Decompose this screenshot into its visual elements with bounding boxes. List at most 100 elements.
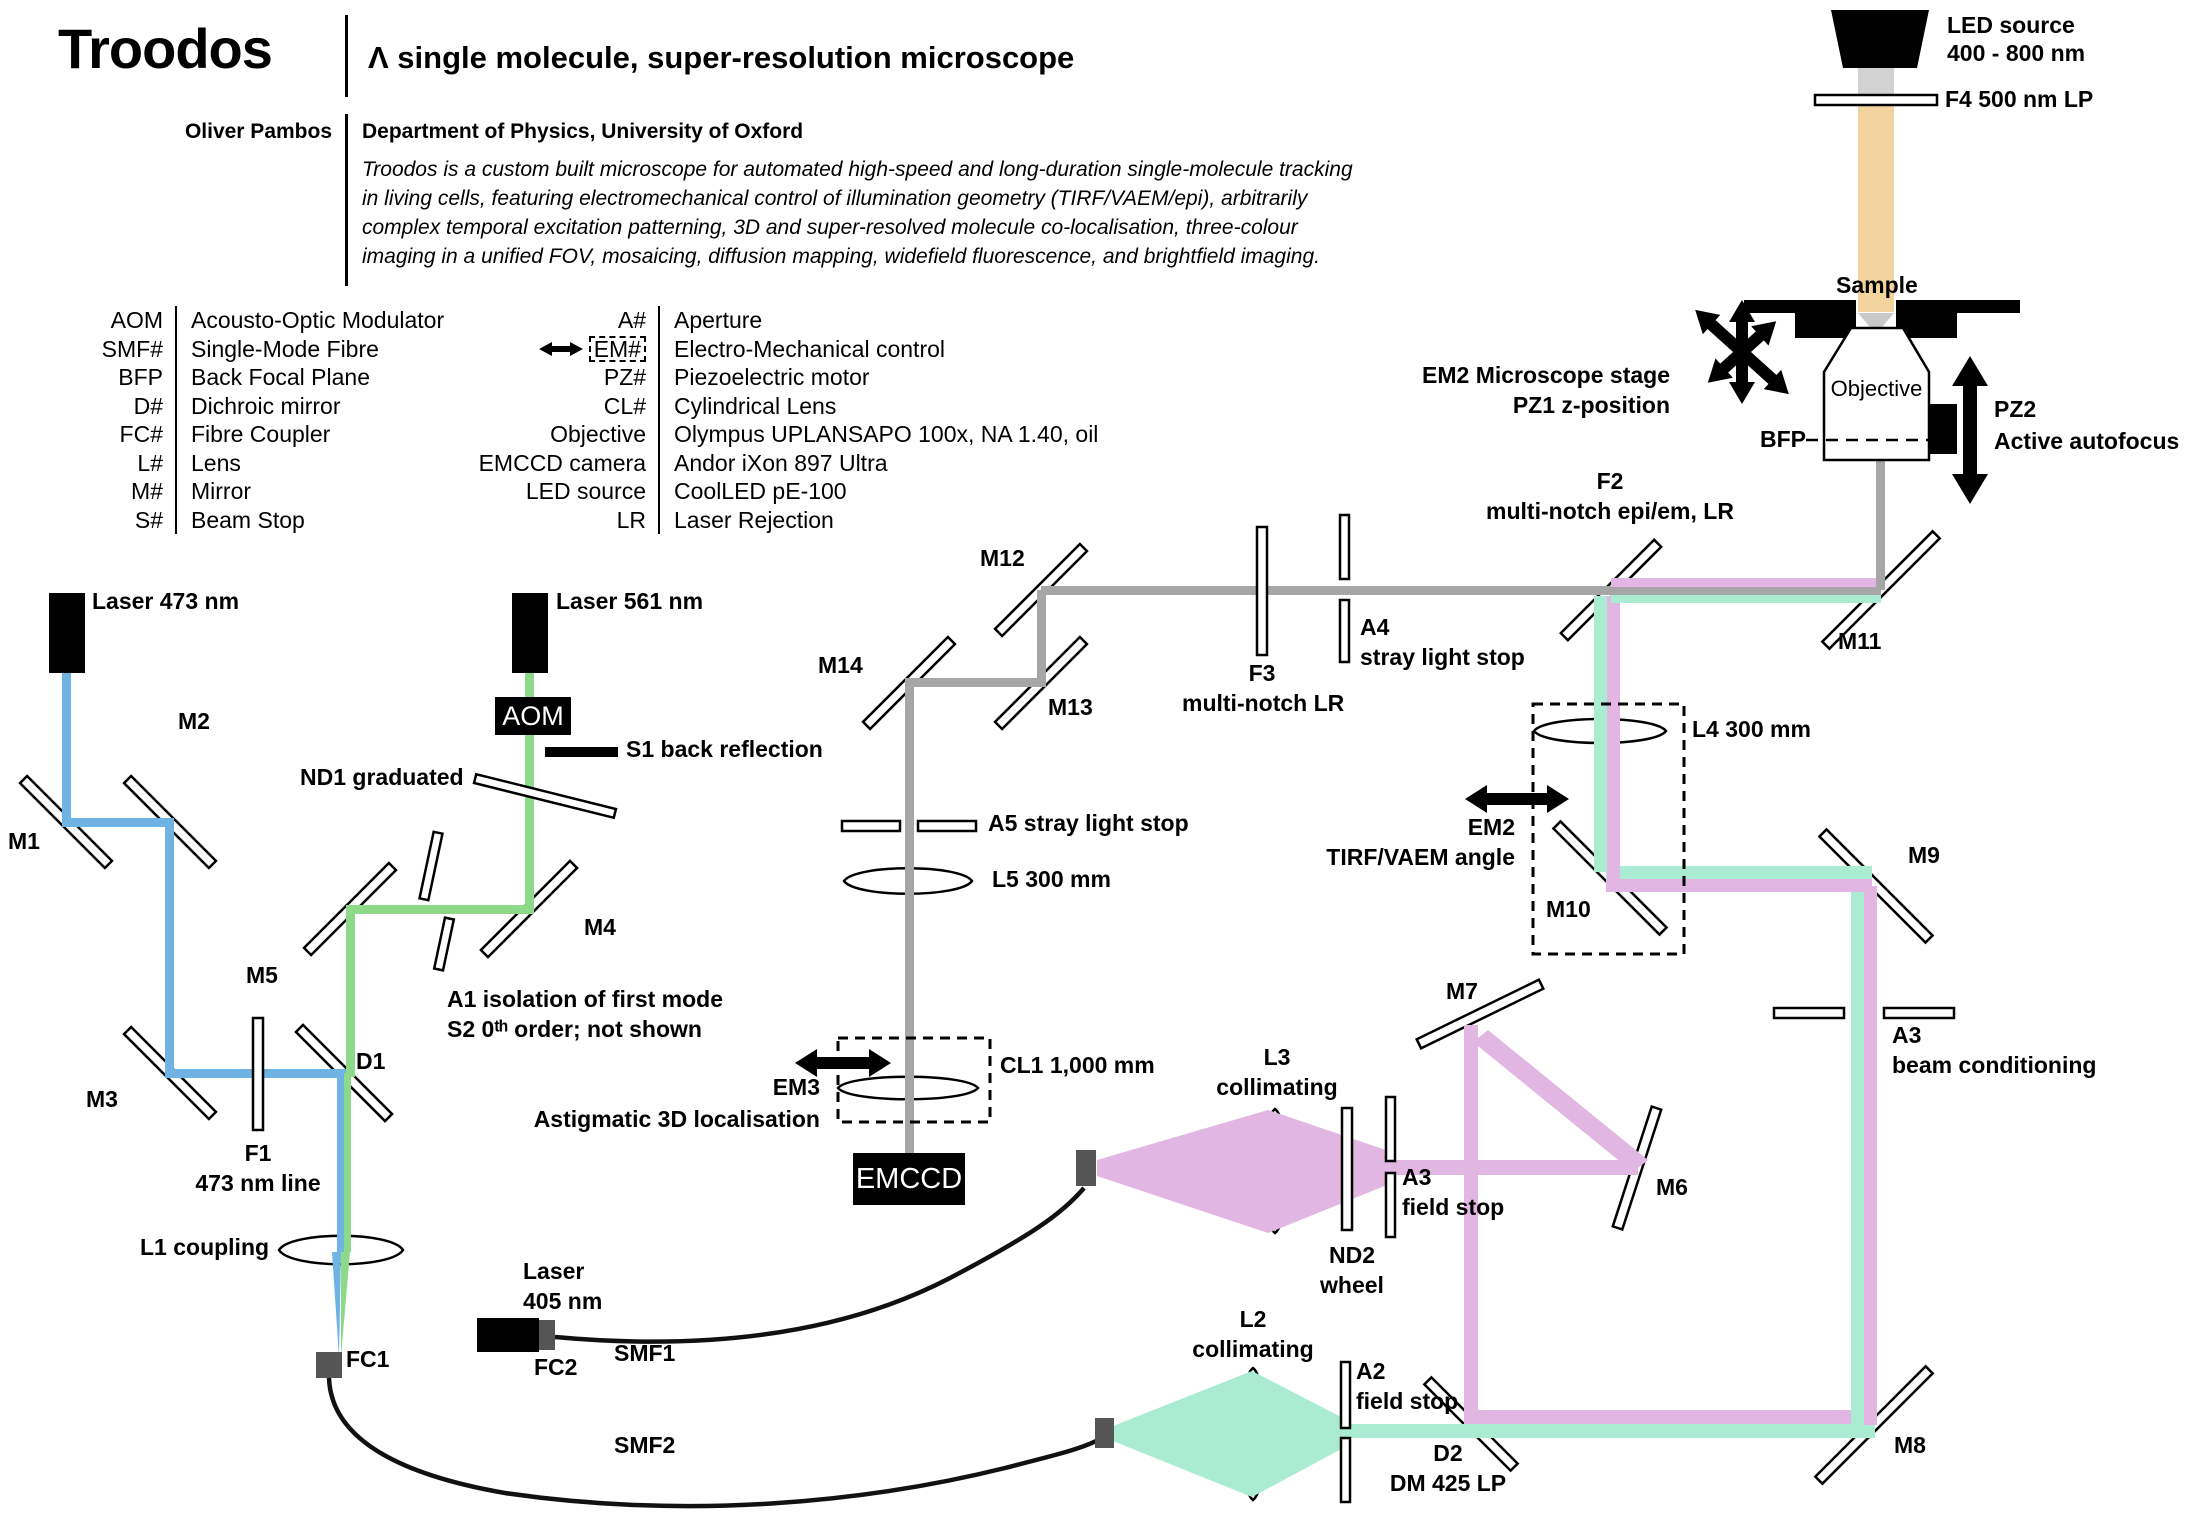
led-source-label: LED source [1947, 12, 2075, 38]
aperture-a2 [1339, 1360, 1352, 1430]
lens-l4-label: L4 300 mm [1692, 716, 1811, 742]
mirror-m13-label: M13 [1048, 694, 1093, 720]
beam-561 [346, 905, 355, 1077]
legend-abbr: EM# [588, 335, 646, 362]
filter-f3-label: F3 [1248, 660, 1276, 686]
fibre-smf2 [326, 1377, 1098, 1509]
lens-l1-label: L1 coupling [140, 1234, 270, 1260]
beam-405 [1464, 1410, 1876, 1424]
em3-label: EM3 [772, 1074, 820, 1100]
autofocus-sensor [1929, 404, 1957, 454]
stage-em2-label: EM2 Microscope stage [1422, 362, 1670, 388]
beam-473-focus [332, 1252, 341, 1357]
smf1-output-coupler [1076, 1150, 1096, 1186]
em3-dashed-box [836, 1036, 992, 1124]
description-line: in living cells, featuring electromechan… [362, 187, 1308, 210]
laser-405-sublabel: 405 nm [523, 1288, 603, 1314]
filter-f4-label: F4 500 nm LP [1945, 86, 2094, 112]
legend-abbr: SMF# [75, 334, 177, 363]
beam-405 [1464, 1025, 1478, 1418]
beam-stop-s1 [545, 747, 618, 757]
mirror-m10-label: M10 [1546, 896, 1591, 922]
mirror-m3-label: M3 [86, 1086, 118, 1112]
beam-405 [1611, 578, 1881, 587]
aperture-a2-sublabel: field stop [1356, 1388, 1459, 1414]
beam-405 [1392, 1160, 1638, 1175]
legend-meaning: Mirror [191, 478, 252, 504]
sample-label: Sample [1836, 272, 1918, 298]
beam-emission [1041, 586, 1611, 595]
dichroic-d2-sublabel: DM 425 LP [1389, 1470, 1507, 1496]
legend-abbreviations-right: A#Aperture EM#Electro-Mechanical control… [0, 306, 1098, 534]
objective-body [1822, 326, 1931, 462]
mirror-m2-label: M2 [178, 708, 210, 734]
page-title: Troodos [58, 17, 273, 80]
page-subtitle: Λ single molecule, super-resolution micr… [368, 40, 1075, 75]
fibre-smf1 [554, 1186, 1086, 1344]
legend-abbr: BFP [75, 363, 177, 392]
aperture-a3-fs-label: A3 [1402, 1164, 1432, 1190]
filter-f1-label: F1 [244, 1140, 272, 1166]
mirror-m7 [1415, 978, 1545, 1050]
legend-abbr: PZ# [603, 364, 646, 390]
aperture-a4-sublabel: stray light stop [1360, 644, 1525, 670]
legend-abbr: L# [75, 448, 177, 477]
beam-stop-s2-label: S2 0ᵗʰ order; not shown [447, 1016, 702, 1042]
legend-meaning: Laser Rejection [674, 506, 834, 533]
aperture-a2 [1339, 1436, 1352, 1504]
filter-f3 [1255, 525, 1269, 657]
fibre-coupler-fc2 [539, 1320, 555, 1350]
beam-473 [337, 1073, 344, 1252]
legend-abbr: S# [75, 505, 177, 534]
aperture-a5 [840, 819, 902, 833]
legend-meaning: Acousto-Optic Modulator [191, 307, 445, 333]
stage [1744, 300, 2020, 338]
author: Oliver Pambos [184, 120, 332, 143]
em3-arrow [795, 1049, 891, 1077]
filter-f4 [1813, 93, 1939, 107]
beam-emission [905, 678, 1045, 687]
legend-abbr: A# [617, 307, 646, 333]
beam-emission [1037, 590, 1046, 687]
pz2-arrow [1952, 356, 1988, 504]
lens-cl1-label: CL1 1,000 mm [1000, 1052, 1155, 1078]
beam-473 [62, 818, 174, 827]
legend-meaning: Andor iXon 897 Ultra [674, 449, 888, 476]
laser-405-box [477, 1318, 539, 1352]
beam-405 [1864, 886, 1877, 1425]
title-divider [345, 15, 348, 97]
legend-abbr: CL# [603, 392, 646, 419]
author-divider [345, 114, 348, 286]
laser-473-box [49, 593, 85, 673]
aperture-a4 [1338, 598, 1351, 664]
affiliation: Department of Physics, University of Oxf… [362, 120, 804, 143]
em2-dashed-box [1531, 702, 1686, 956]
legend-abbr: LR [616, 506, 646, 533]
filter-nd1-label: ND1 graduated [300, 764, 464, 790]
description-line: imaging in a unified FOV, mosaicing, dif… [362, 245, 1320, 268]
beam-405-diag [1473, 1030, 1648, 1172]
stage-xyz-arrows [1695, 300, 1789, 404]
em2-label: EM2 [1467, 814, 1515, 840]
legend-meaning: Beam Stop [191, 506, 305, 533]
aperture-a1-label: A1 isolation of first mode [447, 986, 724, 1012]
legend-meaning: Aperture [674, 307, 763, 333]
led-source-sublabel: 400 - 800 nm [1947, 40, 2086, 66]
filter-f2-label: F2 [1596, 468, 1624, 494]
aperture-a4 [1338, 513, 1351, 581]
bfp-label: BFP [1760, 426, 1806, 452]
filter-f3-sublabel: multi-notch LR [1182, 690, 1345, 716]
filter-f2-sublabel: multi-notch epi/em, LR [1486, 498, 1734, 524]
legend-abbr: Objective [550, 421, 646, 447]
beam-mint [1606, 866, 1872, 879]
lens-l2-sublabel: collimating [1192, 1336, 1314, 1362]
beam-561 [346, 905, 534, 914]
legend-abbr: M# [75, 477, 177, 506]
dichroic-d1-label: D1 [356, 1048, 386, 1074]
em-translate-arrow-icon [538, 335, 583, 364]
beam-473 [62, 671, 71, 827]
beam-561 [344, 1073, 351, 1252]
description-line: complex temporal excitation patterning, … [362, 216, 1298, 239]
